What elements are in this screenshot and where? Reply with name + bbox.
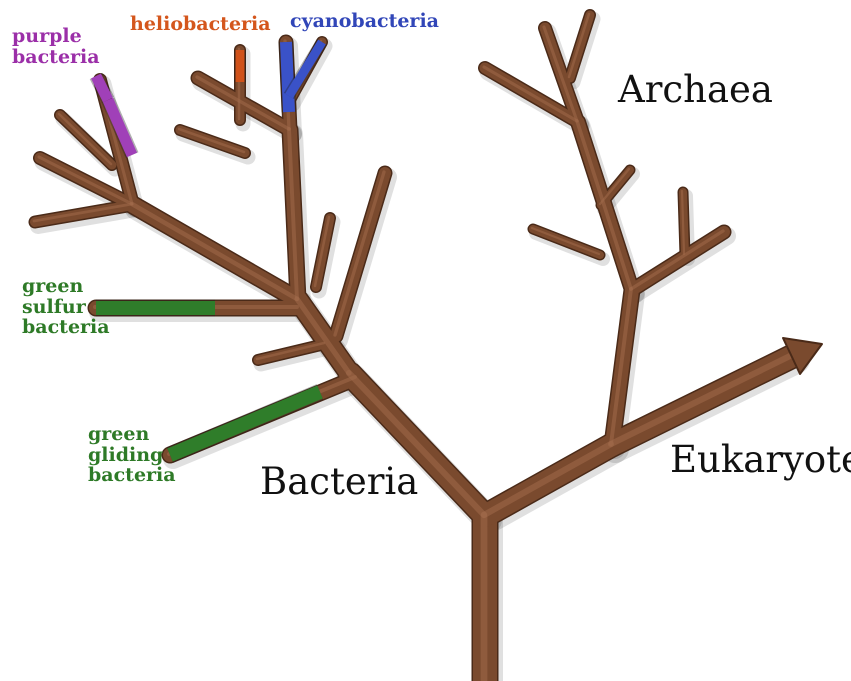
label-green-gliding-bacteria: green gliding bacteria: [88, 424, 176, 486]
archaea-right-branch-highlight: [631, 231, 723, 289]
label-archaea: Archaea: [618, 70, 773, 110]
label-green-gliding-line-1: green: [88, 424, 176, 445]
label-green-sulfur-line-2: sulfur: [22, 297, 110, 318]
branch-bacteria-tall-highlight: [335, 172, 384, 335]
label-bacteria: Bacteria: [260, 462, 418, 502]
label-green-sulfur-line-3: bacteria: [22, 317, 110, 338]
trunk-to-eukaryote-highlight: [484, 444, 611, 515]
branch-eukaryote-highlight: [611, 355, 792, 444]
label-purple-line-1: purple: [12, 26, 100, 47]
label-purple-line-2: bacteria: [12, 47, 100, 68]
tip-green-gliding: [170, 392, 320, 455]
branch-purple-clade-highlight: [132, 204, 297, 299]
tip-cyanobacteria: [286, 42, 289, 112]
label-green-sulfur-bacteria: green sulfur bacteria: [22, 276, 110, 338]
twig-left-small-highlight: [59, 114, 111, 164]
label-purple-bacteria: purple bacteria: [12, 26, 100, 67]
label-heliobacteria: heliobacteria: [130, 14, 271, 35]
label-eukaryote: Eukaryote: [670, 440, 851, 480]
label-green-sulfur-line-1: green: [22, 276, 110, 297]
label-cyanobacteria: cyanobacteria: [290, 11, 439, 32]
label-green-gliding-line-3: bacteria: [88, 465, 176, 486]
label-green-gliding-line-2: gliding: [88, 445, 176, 466]
